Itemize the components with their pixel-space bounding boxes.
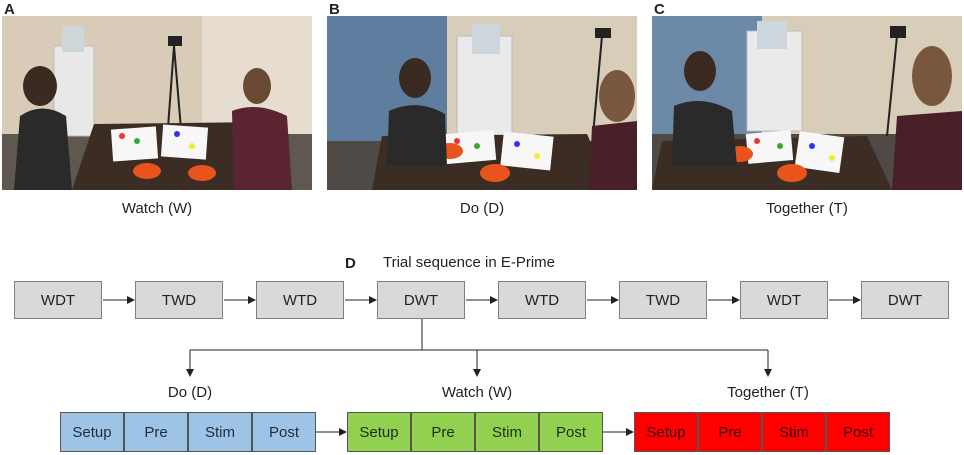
- panel-letter-c: C: [654, 1, 665, 18]
- sequence-box: WTD: [256, 281, 344, 319]
- sequence-box: TWD: [135, 281, 223, 319]
- condition-label-together: Together (T): [727, 384, 809, 401]
- phase-do-stim: Stim: [188, 412, 252, 452]
- phase-watch-post: Post: [539, 412, 603, 452]
- phase-watch-stim: Stim: [475, 412, 539, 452]
- photo-do: [327, 16, 637, 190]
- sequence-box: WDT: [740, 281, 828, 319]
- panel-letter-d: D: [345, 255, 356, 272]
- phase-do-setup: Setup: [60, 412, 124, 452]
- photo-together: [652, 16, 962, 190]
- sequence-box: TWD: [619, 281, 707, 319]
- diagram-title: Trial sequence in E-Prime: [383, 254, 556, 271]
- phase-do-post: Post: [252, 412, 316, 452]
- condition-label-watch: Watch (W): [441, 384, 513, 401]
- phase-do-pre: Pre: [124, 412, 188, 452]
- panel-letter-a: A: [4, 1, 15, 18]
- panel-letter-b: B: [329, 1, 340, 18]
- phase-together-pre: Pre: [698, 412, 762, 452]
- phase-together-stim: Stim: [762, 412, 826, 452]
- condition-label-do: Do (D): [167, 384, 213, 401]
- sequence-box: DWT: [377, 281, 465, 319]
- phase-together-setup: Setup: [634, 412, 698, 452]
- caption-watch: Watch (W): [121, 200, 193, 217]
- phase-watch-pre: Pre: [411, 412, 475, 452]
- phase-watch-setup: Setup: [347, 412, 411, 452]
- caption-do: Do (D): [459, 200, 505, 217]
- sequence-box: DWT: [861, 281, 949, 319]
- photo-watch: [2, 16, 312, 190]
- phase-together-post: Post: [826, 412, 890, 452]
- caption-together: Together (T): [766, 200, 848, 217]
- sequence-box: WTD: [498, 281, 586, 319]
- sequence-box: WDT: [14, 281, 102, 319]
